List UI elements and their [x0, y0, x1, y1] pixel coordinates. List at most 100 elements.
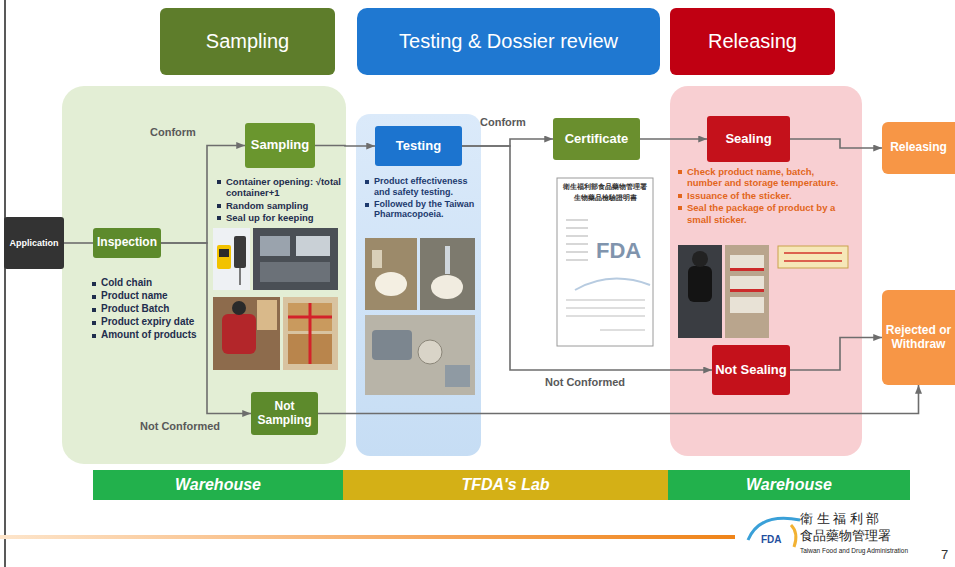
flow-arrow — [790, 338, 882, 371]
bullet-item: Product effectiveness and safety testing… — [365, 176, 478, 198]
stage-panel — [670, 86, 862, 456]
inspector-head — [692, 251, 708, 267]
sticker-print — [784, 252, 842, 254]
node-text: TFDA's Lab — [461, 476, 549, 494]
outcome-box: Rejected or Withdraw — [882, 290, 955, 385]
photo — [365, 315, 475, 395]
photo-detail — [260, 262, 330, 282]
watermark: FDA — [596, 238, 641, 264]
outcome-box: Releasing — [882, 122, 955, 174]
bullet-dot — [678, 194, 682, 198]
bullet-dot — [92, 308, 96, 312]
label-text: Product expiry date — [101, 316, 194, 328]
location-band: Warehouse — [93, 470, 343, 500]
certificate-lines — [566, 220, 645, 330]
label-text: 衛 生 福 利 部 — [800, 511, 879, 527]
bullet-dot — [217, 204, 221, 208]
label-text: FDA — [596, 238, 641, 264]
label-text: Seal up for keeping — [226, 212, 314, 223]
vial-pack — [730, 297, 764, 313]
bullet-item: Seal up for keeping — [217, 212, 342, 223]
stage-panel — [62, 86, 346, 464]
process-box: Not Sampling — [251, 392, 318, 435]
label-text: Followed by the Taiwan Pharmacopoeia. — [374, 199, 478, 221]
start-box: Application — [4, 217, 64, 269]
seal-sticker — [730, 289, 764, 292]
lab-equipment — [445, 365, 470, 387]
photo — [213, 297, 280, 370]
thermometer — [234, 236, 246, 268]
location-band: TFDA's Lab — [343, 470, 668, 500]
stage-header: Sampling — [160, 8, 335, 75]
process-box: Inspection — [93, 228, 161, 258]
certificate-document — [557, 178, 653, 346]
node-text: Rejected or Withdraw — [885, 324, 952, 352]
bullet-item: Random sampling — [217, 200, 342, 211]
process-box: Testing — [375, 126, 462, 166]
edge-label: Conform — [480, 116, 526, 128]
bullet-item: Product name — [92, 290, 202, 302]
inspector-figure — [688, 266, 712, 302]
logo-swoosh — [791, 525, 796, 547]
node-text: Not Sealing — [715, 363, 787, 378]
bullet-item: Product expiry date — [92, 316, 202, 328]
photo — [283, 297, 338, 370]
node-text: Sampling — [206, 30, 289, 53]
node-text: Warehouse — [175, 476, 261, 494]
label-text: Product name — [101, 290, 168, 302]
flow-arrow — [161, 243, 251, 414]
lab-equipment — [418, 340, 442, 364]
probe-wire — [239, 268, 241, 285]
certificate-title: 衛生福利部食品藥物管理署 — [561, 183, 649, 191]
photo — [213, 228, 250, 290]
photo — [253, 228, 338, 290]
flow-arrow — [790, 139, 882, 148]
bullet-item: Followed by the Taiwan Pharmacopoeia. — [365, 199, 478, 221]
label-text: Taiwan Food and Drug Administration — [800, 547, 908, 555]
label-text: Issuance of the sticker. — [687, 190, 792, 201]
bullet-item: Container opening: √total container+1 — [217, 176, 342, 199]
process-box: Sealing — [707, 116, 790, 162]
edge-label: Not Conformed — [140, 420, 220, 432]
label-text: Product Batch — [101, 303, 169, 315]
bullet-dot — [365, 180, 369, 184]
photo — [420, 238, 475, 310]
bullet-dot — [365, 203, 369, 207]
bullet-dot — [92, 282, 96, 286]
bullet-item: Check product name, batch, number and st… — [678, 166, 846, 189]
footer-rule — [0, 535, 735, 539]
vial-pack — [730, 276, 764, 292]
label-text: Seal the package of product by a small s… — [687, 202, 846, 225]
logo-mark: FDA — [761, 534, 782, 546]
node-text: Sampling — [251, 138, 310, 153]
process-box: Not Sealing — [712, 345, 790, 395]
photo — [365, 238, 417, 310]
worker-figure — [222, 314, 256, 354]
node-text: Sealing — [725, 132, 771, 147]
photo — [678, 245, 722, 338]
photo — [725, 245, 769, 338]
photo-detail — [296, 236, 330, 256]
node-text: Certificate — [565, 132, 629, 147]
bullet-dot — [92, 295, 96, 299]
slide-frame — [4, 0, 6, 567]
bullet-dot — [678, 206, 682, 210]
egg — [431, 275, 463, 299]
vial-pack — [730, 255, 764, 271]
node-text: Testing — [396, 139, 441, 154]
stage-header: Testing & Dossier review — [357, 8, 660, 75]
flow-arrow — [640, 138, 707, 140]
logo-text: 食品藥物管理署 — [800, 528, 891, 544]
label-text: FDA — [761, 534, 782, 546]
label-text: Check product name, batch, number and st… — [687, 166, 846, 189]
carton — [257, 300, 277, 330]
flow-arrow — [462, 139, 553, 146]
photo-detail — [260, 236, 290, 256]
syringe — [445, 246, 450, 274]
label-text: 食品藥物管理署 — [800, 528, 891, 544]
worker-head — [232, 301, 246, 315]
logo-text: Taiwan Food and Drug Administration — [800, 547, 908, 555]
flow-arrow — [462, 146, 712, 370]
process-box: Certificate — [553, 118, 640, 160]
bullet-dot — [678, 170, 682, 174]
